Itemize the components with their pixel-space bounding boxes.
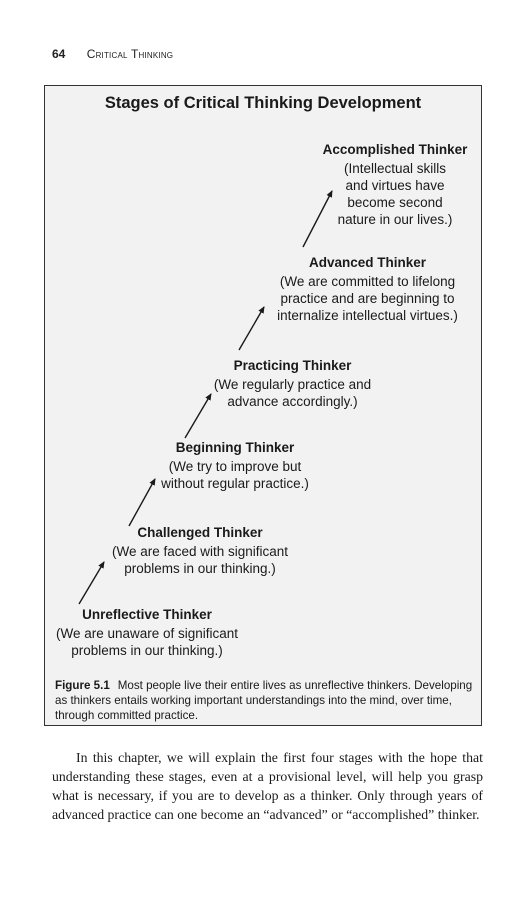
stage-description: (We are committed to lifelong practice a…: [277, 274, 458, 323]
stage-challenged: Challenged Thinker (We are faced with si…: [100, 524, 300, 577]
stage-description: (We try to improve but without regular p…: [161, 459, 309, 491]
stage-accomplished: Accomplished Thinker (Intellectual skill…: [310, 141, 480, 228]
figure-title: Stages of Critical Thinking Development: [104, 94, 422, 112]
stage-unreflective: Unreflective Thinker (We are unaware of …: [47, 606, 247, 659]
page-header: 64 Critical Thinking: [52, 47, 173, 61]
arrow-unreflective-to-challenged: [78, 561, 105, 605]
stage-name: Practicing Thinker: [233, 358, 352, 373]
stage-description: (Intellectual skills and virtues have be…: [337, 161, 453, 227]
stage-name: Challenged Thinker: [137, 525, 263, 540]
arrow-advanced-to-accomplished: [302, 190, 333, 248]
body-paragraph: In this chapter, we will explain the fir…: [52, 750, 483, 822]
arrow-practicing-to-advanced: [238, 306, 265, 351]
stage-name: Advanced Thinker: [308, 255, 427, 270]
stage-name: Unreflective Thinker: [82, 607, 212, 622]
stage-description: (We are unaware of significant problems …: [55, 626, 239, 658]
caption-text: Most people live their entire lives as u…: [55, 679, 473, 722]
stage-arrows: [78, 190, 333, 605]
figure-label: Figure 5.1: [55, 679, 110, 692]
arrow-beginning-to-practicing: [184, 393, 212, 439]
stage-description: (We regularly practice and advance accor…: [213, 377, 372, 409]
running-title: Critical Thinking: [86, 47, 174, 61]
page-number: 64: [52, 47, 66, 61]
stage-name: Accomplished Thinker: [322, 142, 468, 157]
stage-practicing: Practicing Thinker (We regularly practic…: [200, 357, 385, 410]
arrow-challenged-to-beginning: [128, 478, 156, 527]
stage-name: Beginning Thinker: [175, 440, 295, 455]
stage-description: (We are faced with significant problems …: [111, 544, 289, 576]
stage-beginning: Beginning Thinker (We try to improve but…: [145, 439, 325, 492]
stage-advanced: Advanced Thinker (We are committed to li…: [265, 254, 470, 324]
figure-5-1: Stages of Critical Thinking Development …: [44, 85, 482, 726]
